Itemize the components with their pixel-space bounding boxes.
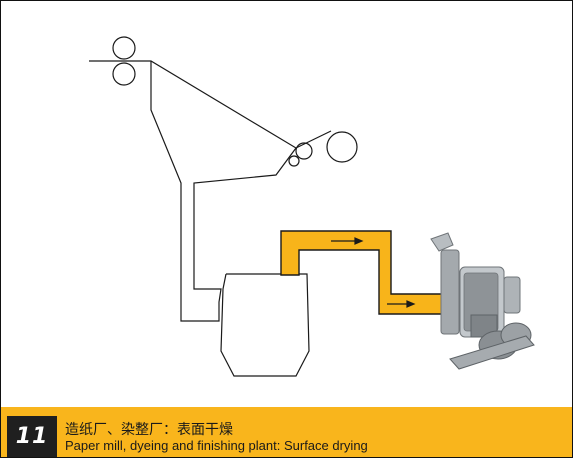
caption-english: Paper mill, dyeing and finishing plant: … (65, 438, 368, 453)
lower-roller (112, 62, 136, 86)
upper-roller (112, 36, 136, 60)
guide-roller-small (288, 155, 300, 167)
take-up-roll (326, 131, 358, 163)
press-rollers (112, 36, 136, 86)
paper-web-line (89, 60, 332, 149)
guide-roller (295, 142, 313, 160)
air-duct (280, 230, 443, 315)
flow-arrow-icon (331, 237, 416, 308)
winder-rollers (288, 131, 358, 167)
figure-number: 11 (15, 424, 49, 449)
process-diagram (89, 36, 535, 377)
blower-unit-icon (430, 232, 535, 370)
figure-number-badge: 11 (7, 416, 57, 457)
collection-tank (220, 273, 310, 377)
drying-hood (150, 61, 297, 322)
caption-band: 11 造纸厂、染整厂：表面干燥 Paper mill, dyeing and f… (1, 407, 572, 457)
caption-chinese: 造纸厂、染整厂：表面干燥 (65, 422, 233, 438)
paper-web (89, 60, 332, 149)
